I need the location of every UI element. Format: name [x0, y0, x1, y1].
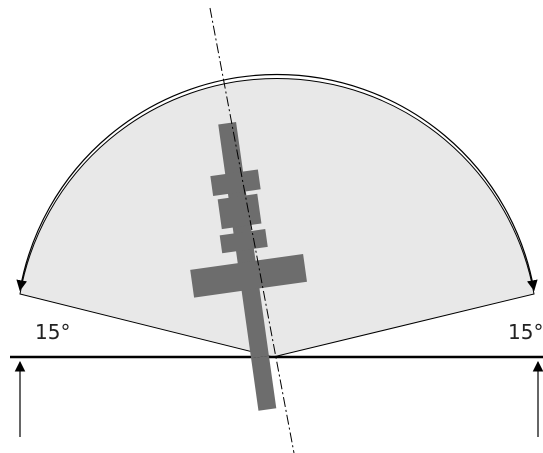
lower-shaft [251, 355, 277, 411]
upper-collar [210, 169, 261, 196]
middle-collar [217, 193, 262, 230]
tilted-assembly [190, 122, 307, 411]
lower-collar [219, 229, 268, 254]
right-angle-label: 15° [508, 320, 543, 344]
swing-range-sector [19, 78, 535, 358]
left-angle-label: 15° [35, 320, 70, 344]
center-axis [209, 7, 295, 453]
cross-bar [190, 254, 307, 298]
swing-arc-arrow [16, 74, 538, 292]
